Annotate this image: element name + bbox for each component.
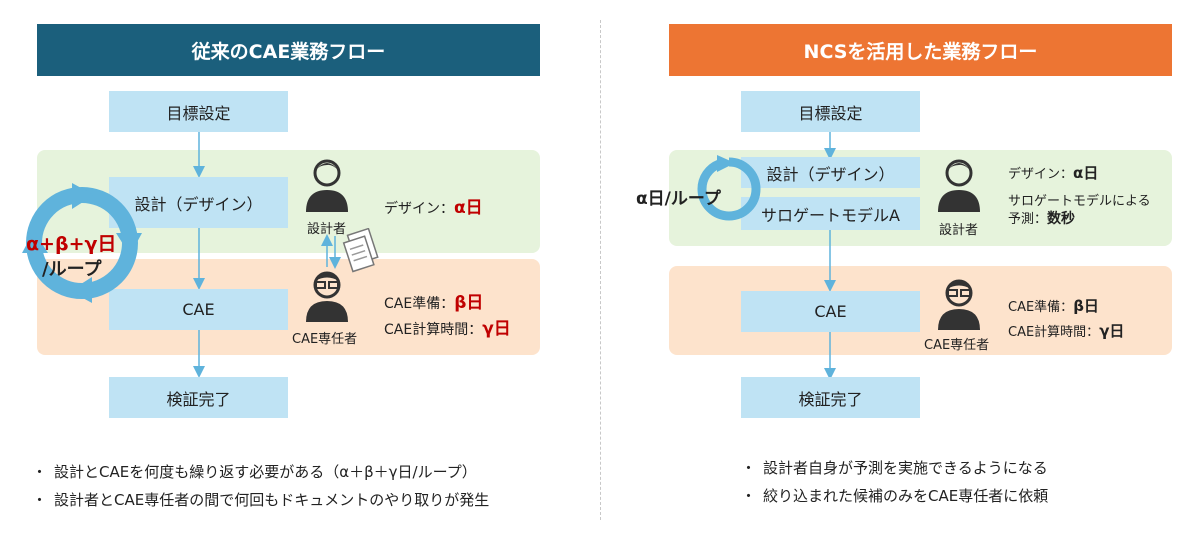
- left-step-done: 検証完了: [109, 377, 288, 418]
- left-cae-prep-value: β日: [454, 293, 484, 313]
- left-step-cae: CAE: [109, 289, 288, 330]
- right-cae-calc-value: γ日: [1099, 322, 1125, 340]
- right-step-goal: 目標設定: [741, 91, 920, 132]
- right-bullet-item: ・絞り込まれた候補のみをCAE専任者に依頼: [741, 487, 1049, 505]
- right-bullet-list: ・設計者自身が予測を実施できるようになる ・絞り込まれた候補のみをCAE専任者に…: [741, 454, 1048, 510]
- left-loop-unit: /ループ: [42, 259, 102, 280]
- left-bullet-list: ・設計とCAEを何度も繰り返す必要がある（α＋β＋γ日/ループ） ・設計者とCA…: [32, 458, 489, 514]
- panel-divider: [600, 20, 601, 520]
- left-cae-prep: CAE準備：β日: [384, 288, 483, 313]
- left-step-goal: 目標設定: [109, 91, 288, 132]
- right-cae-calc-label: CAE計算時間：: [1008, 325, 1100, 340]
- right-cae-prep-value: β日: [1073, 297, 1099, 315]
- left-design-time: デザイン：α日: [384, 193, 483, 218]
- right-loop-icon: [697, 155, 761, 221]
- left-specialist-label: CAE専任者: [292, 332, 358, 347]
- left-loop-icon: [22, 183, 142, 303]
- designer-person-icon: [306, 159, 348, 212]
- left-title: 従来のCAE業務フロー: [37, 24, 540, 76]
- left-design-time-value: α日: [454, 198, 483, 218]
- left-cae-prep-label: CAE準備：: [384, 296, 455, 312]
- right-step-surrogate: サロゲートモデルA: [741, 197, 920, 230]
- left-cae-calc-value: γ日: [482, 319, 511, 339]
- left-bullet-item: ・設計とCAEを何度も繰り返す必要がある（α＋β＋γ日/ループ）: [32, 463, 477, 481]
- right-step-cae: CAE: [741, 291, 920, 332]
- left-cae-calc-label: CAE計算時間：: [384, 322, 483, 338]
- left-cae-calc: CAE計算時間：γ日: [384, 314, 511, 339]
- left-design-time-label: デザイン：: [384, 201, 454, 217]
- right-design-time-value: α日: [1073, 164, 1099, 182]
- right-bullet-item: ・設計者自身が予測を実施できるようになる: [741, 459, 1048, 477]
- right-design-time-label: デザイン：: [1008, 167, 1074, 182]
- specialist-person-icon: [306, 271, 348, 322]
- right-step-design: 設計（デザイン）: [741, 157, 920, 188]
- right-loop-label: α日/ループ: [636, 189, 721, 209]
- right-predict: 予測：数秒: [1008, 208, 1075, 228]
- left-loop-time: α+β+γ日: [26, 233, 117, 255]
- right-step-done: 検証完了: [741, 377, 920, 418]
- document-icon: [342, 228, 379, 273]
- left-designer-label: 設計者: [307, 222, 347, 237]
- right-cae-prep-label: CAE準備：: [1008, 300, 1074, 315]
- right-cae-calc: CAE計算時間：γ日: [1008, 320, 1124, 341]
- left-bullet-item: ・設計者とCAE専任者の間で何回もドキュメントのやり取りが発生: [32, 491, 490, 509]
- left-step-design: 設計（デザイン）: [109, 177, 288, 228]
- right-cae-prep: CAE準備：β日: [1008, 295, 1099, 316]
- right-title: NCSを活用した業務フロー: [669, 24, 1172, 76]
- right-designer-person-icon: [938, 159, 980, 212]
- right-specialist-person-icon: [938, 279, 980, 330]
- right-predict-value: 数秒: [1047, 211, 1076, 227]
- right-surrogate-line: サロゲートモデルによる: [1008, 194, 1151, 209]
- right-predict-label: 予測：: [1008, 212, 1048, 227]
- right-design-time: デザイン：α日: [1008, 162, 1098, 183]
- right-specialist-label: CAE専任者: [924, 338, 990, 353]
- right-designer-label: 設計者: [939, 223, 979, 238]
